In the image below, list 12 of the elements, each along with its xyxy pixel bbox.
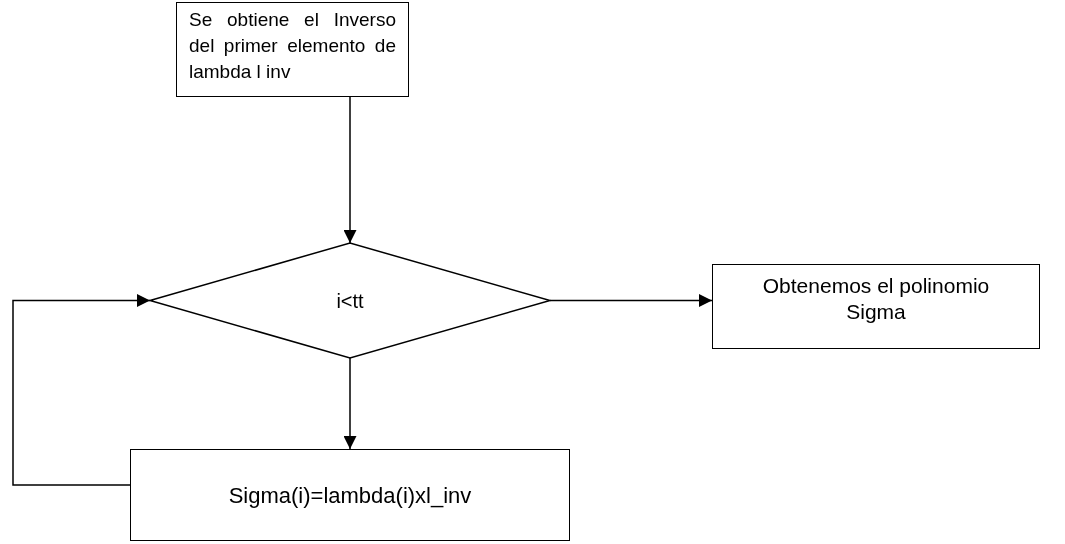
node-text: Obtenemos el polinomio Sigma	[761, 273, 991, 325]
process-box	[130, 449, 570, 541]
arrow	[343, 96, 357, 244]
process-box	[176, 2, 409, 97]
node-text: i<tt	[336, 288, 364, 314]
arrow	[343, 357, 357, 450]
arrow	[549, 294, 713, 307]
arrow	[12, 294, 151, 486]
node-text: Sigma(i)=lambda(i)xl_inv	[228, 481, 472, 510]
decision-diamond	[147, 242, 553, 359]
process-box	[712, 264, 1040, 349]
node-text: Se obtiene el Inverso del primer elemento de lambda l inv	[189, 8, 396, 84]
